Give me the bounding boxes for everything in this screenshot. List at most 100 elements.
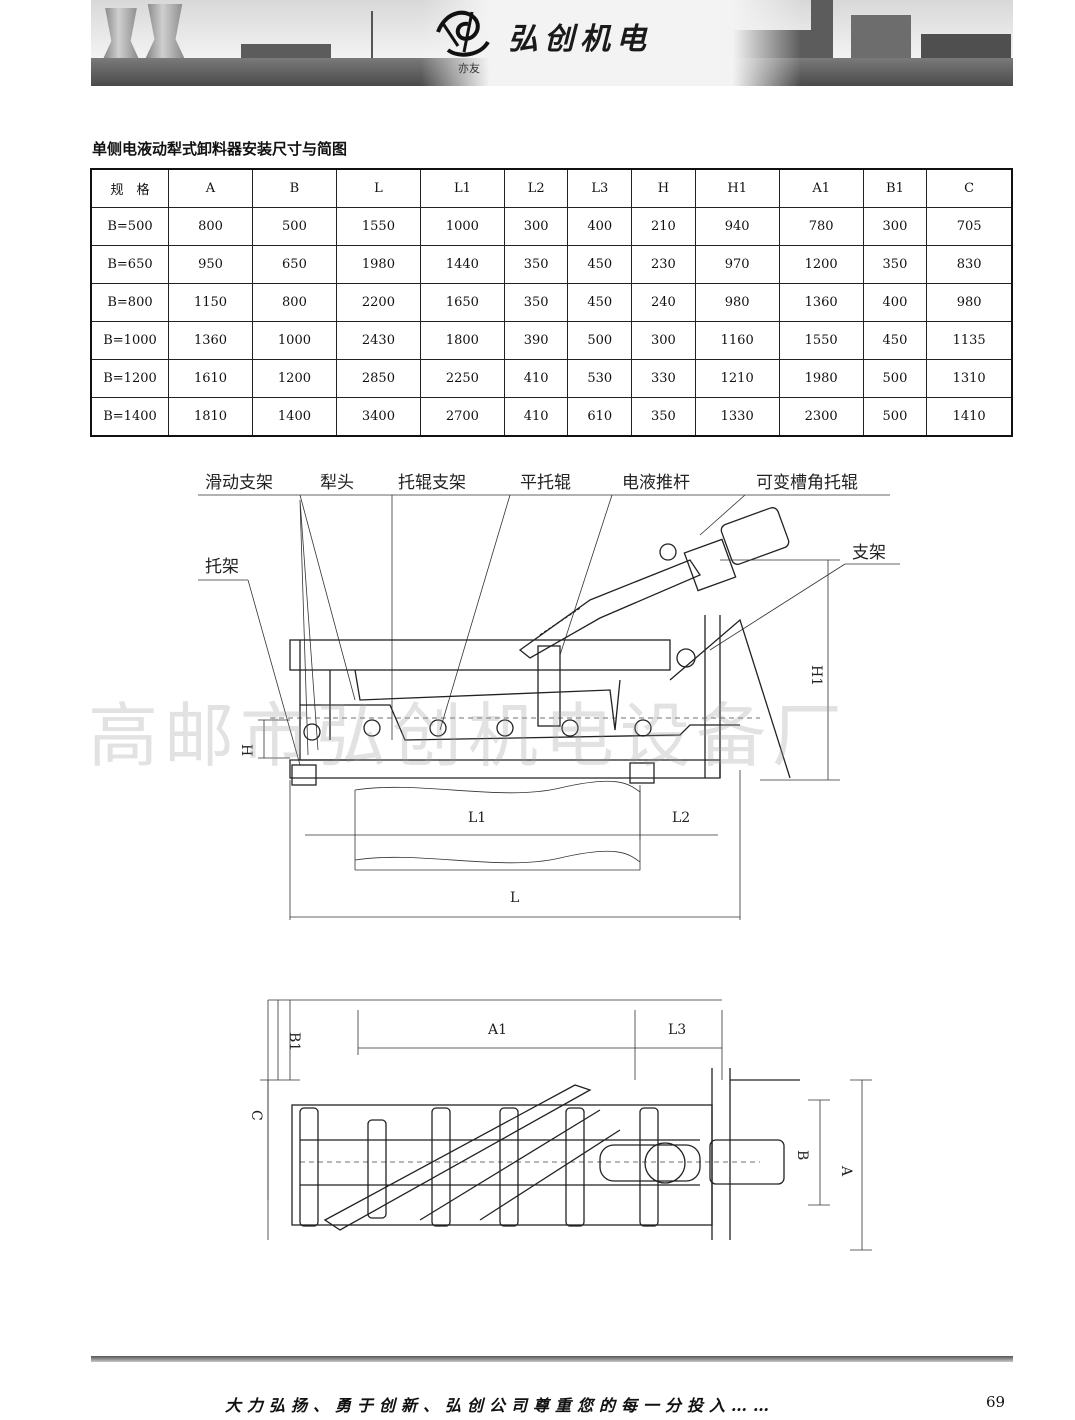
table-cell: 300: [631, 321, 696, 360]
table-row: B=1000 1360 1000 2430 1800 390 500 300 1…: [90, 321, 1013, 360]
table-cell: 1210: [694, 359, 780, 398]
dim-label-h1: H1: [808, 665, 824, 686]
idler-frame-block: [537, 645, 561, 727]
dim-label-b1: B1: [286, 1032, 302, 1051]
top-idler-rollers: [299, 1107, 659, 1227]
header-cell: H1: [694, 168, 780, 208]
table-cell: 410: [503, 359, 569, 398]
table-cell: B=1000: [90, 321, 169, 360]
label-support: 支架: [852, 543, 886, 563]
table-cell: 500: [567, 321, 633, 360]
header-cell: 规 格: [90, 168, 169, 208]
table-cell: 1550: [778, 321, 864, 360]
table-cell: 650: [251, 245, 337, 284]
table-row: B=1400 1810 1400 3400 2700 410 610 350 1…: [90, 397, 1013, 437]
dim-label-l: L: [510, 890, 519, 906]
table-cell: 210: [631, 207, 696, 246]
brand-panel: [421, 0, 801, 86]
factory-building: [811, 0, 833, 70]
spec-table: 规 格 A B L L1 L2 L3 H H1 A1 B1 C B=500 80…: [90, 168, 1013, 437]
bracket-foot: [291, 764, 317, 786]
table-cell: 780: [778, 207, 864, 246]
table-cell: 350: [503, 283, 569, 322]
dim-label-b: B: [794, 1150, 810, 1160]
sliding-frame-rail: [289, 639, 671, 671]
table-cell: 1000: [419, 207, 505, 246]
table-cell: B=1200: [90, 359, 169, 398]
table-cell: 1135: [926, 321, 1013, 360]
table-cell: 3400: [335, 397, 421, 437]
table-cell: 705: [926, 207, 1013, 246]
table-cell: 830: [926, 245, 1013, 284]
table-cell: 300: [862, 207, 928, 246]
header-banner: [91, 0, 1013, 86]
power-mast: [371, 11, 373, 66]
logo-subtitle: 亦友: [458, 62, 480, 75]
table-cell: 240: [631, 283, 696, 322]
table-cell: 500: [862, 359, 928, 398]
page-number: 69: [986, 1393, 1006, 1411]
dim-label-l3: L3: [668, 1022, 686, 1038]
header-cell: L2: [503, 168, 569, 208]
table-cell: 2430: [335, 321, 421, 360]
table-cell: B=1400: [90, 397, 169, 437]
idler-roller: [565, 1107, 585, 1227]
dim-line-a: [850, 1079, 872, 1251]
idler-roller: [363, 719, 381, 737]
header-cell: B: [251, 168, 337, 208]
dim-label-l2: L2: [672, 810, 690, 826]
label-plow-head: 犁头: [320, 473, 354, 493]
idler-roller: [431, 1107, 451, 1227]
table-cell: 2850: [335, 359, 421, 398]
table-cell: 1150: [168, 283, 253, 322]
table-cell: 390: [503, 321, 569, 360]
table-row: B=1200 1610 1200 2850 2250 410 530 330 1…: [90, 359, 1013, 398]
table-cell: 500: [251, 207, 337, 246]
hydraulic-pusher-body: [518, 559, 701, 659]
hydraulic-pusher-body: [599, 1144, 701, 1182]
header-cell: C: [926, 168, 1013, 208]
footer-bar: [91, 1356, 1013, 1362]
label-variable-trough-idler: 可变槽角托辊: [756, 473, 858, 493]
table-cell: 1360: [168, 321, 253, 360]
flat-idler-rollers: [303, 719, 652, 741]
idler-roller: [429, 719, 447, 737]
table-cell: B=650: [90, 245, 169, 284]
table-cell: 1360: [778, 283, 864, 322]
idler-roller: [639, 1107, 659, 1227]
plow-brace: [419, 1109, 621, 1221]
table-row: B=500 800 500 1550 1000 300 400 210 940 …: [90, 207, 1013, 246]
table-cell: 980: [694, 283, 780, 322]
header-cell: L: [335, 168, 421, 208]
table-row: B=650 950 650 1980 1440 350 450 230 970 …: [90, 245, 1013, 284]
motor-cap: [659, 543, 677, 561]
table-cell: 1550: [335, 207, 421, 246]
plow-blade: [354, 669, 621, 731]
idler-roller: [299, 1107, 319, 1227]
conveyor-belt: [354, 780, 641, 871]
support-stand: [669, 615, 791, 779]
table-cell: 410: [503, 397, 569, 437]
dim-extension-lines: [289, 770, 741, 920]
brand-logo-icon: [436, 10, 490, 57]
leader-line: [247, 579, 301, 766]
leader-line: [709, 563, 846, 651]
document-title: 单侧电液动犁式卸料器安装尺寸与简图: [92, 140, 348, 158]
table-cell: 350: [862, 245, 928, 284]
table-cell: 230: [631, 245, 696, 284]
table-cell: 530: [567, 359, 633, 398]
dim-extension-lines: [357, 1010, 723, 1080]
table-cell: 500: [862, 397, 928, 437]
plow-blade: [323, 1084, 592, 1231]
motor: [709, 1139, 785, 1185]
table-cell: 350: [503, 245, 569, 284]
idler-roller: [496, 719, 514, 737]
dim-label-l1: L1: [468, 810, 486, 826]
leader-line: [299, 494, 356, 701]
leader-line: [439, 494, 511, 731]
table-cell: 400: [567, 207, 633, 246]
table-cell: 950: [168, 245, 253, 284]
table-cell: 1200: [251, 359, 337, 398]
table-cell: 1440: [419, 245, 505, 284]
pivot-joint: [676, 648, 696, 668]
